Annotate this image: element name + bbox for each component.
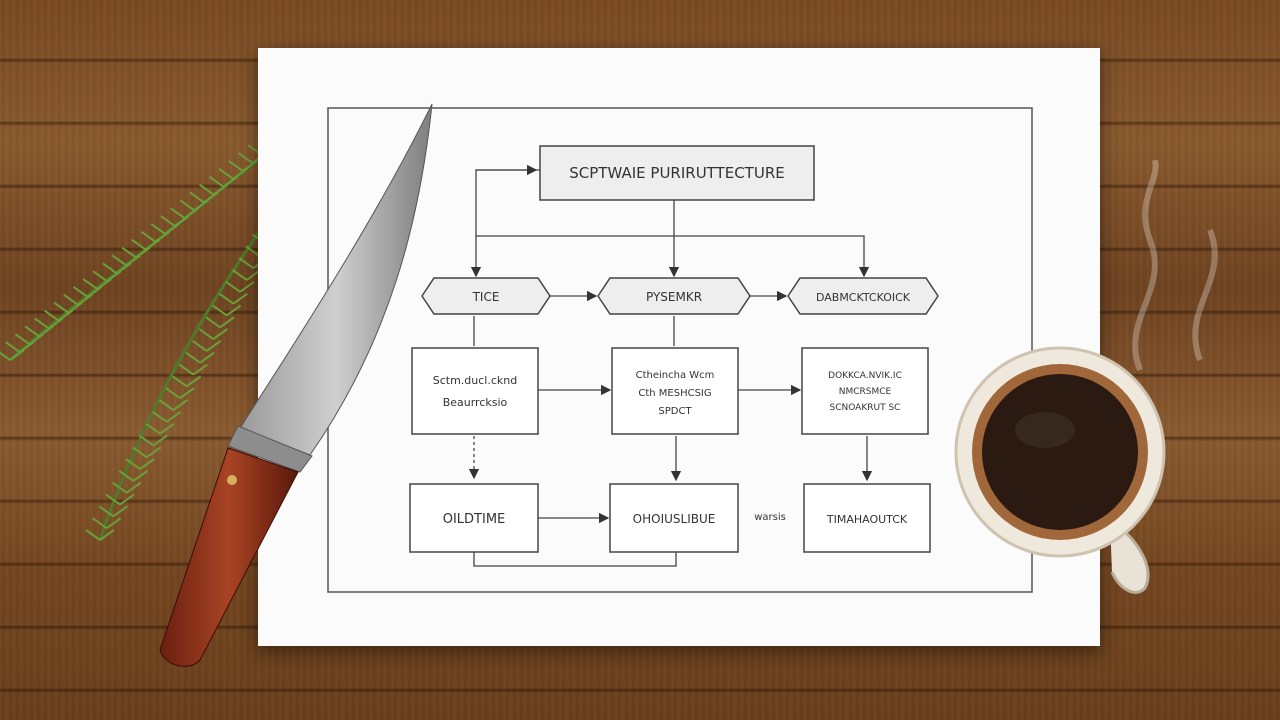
- box-row2-1-line2: Beaurrcksio: [443, 396, 508, 409]
- box-row2-3: [801, 347, 929, 435]
- box-row2-2-line2: Cth MESHCSIG: [638, 388, 711, 399]
- node-dabmck-label: DABMCKTCKOICK: [816, 291, 911, 304]
- node-pysemkr: [597, 277, 751, 315]
- box-row2-3-line3: SCNOAKRUT SC: [830, 403, 901, 413]
- node-tice-label: TICE: [472, 290, 500, 304]
- paper-sheet: SCPTWAIE PURIRUTTECTURE: [258, 48, 1100, 646]
- box-row3-1: [409, 483, 539, 553]
- box-row2-1: [411, 347, 539, 435]
- box-row3-3-label: TIMAHAOUTCK: [826, 513, 908, 526]
- node-dabmck: [787, 277, 939, 315]
- box-row2-1-line1: Sctm.ducl.cknd: [433, 374, 517, 387]
- chef-knife: [159, 103, 433, 667]
- coffee-cup: [954, 346, 1166, 594]
- node-tice: [421, 277, 551, 315]
- box-row3-2: [609, 483, 739, 553]
- steam: [1132, 160, 1218, 372]
- box-row2-3-line2: NMCRSMCE: [839, 387, 892, 397]
- box-row3-2-label: OHOIUSLIBUE: [633, 512, 716, 526]
- box-row2-3-line1: DOKKCA.NVIK.IC: [828, 371, 902, 381]
- box-row2-2: [611, 347, 739, 435]
- node-pysemkr-label: PYSEMKR: [646, 290, 702, 304]
- box-row2-2-line3: SPDCT: [658, 406, 692, 417]
- title-box: [539, 145, 815, 201]
- connector-label: warsis: [754, 512, 786, 523]
- box-row3-1-label: OILDTIME: [443, 512, 506, 527]
- box-row3-3: [803, 483, 931, 553]
- box-row2-2-line1: Ctheincha Wcm: [636, 370, 715, 381]
- title-text: SCPTWAIE PURIRUTTECTURE: [569, 164, 784, 182]
